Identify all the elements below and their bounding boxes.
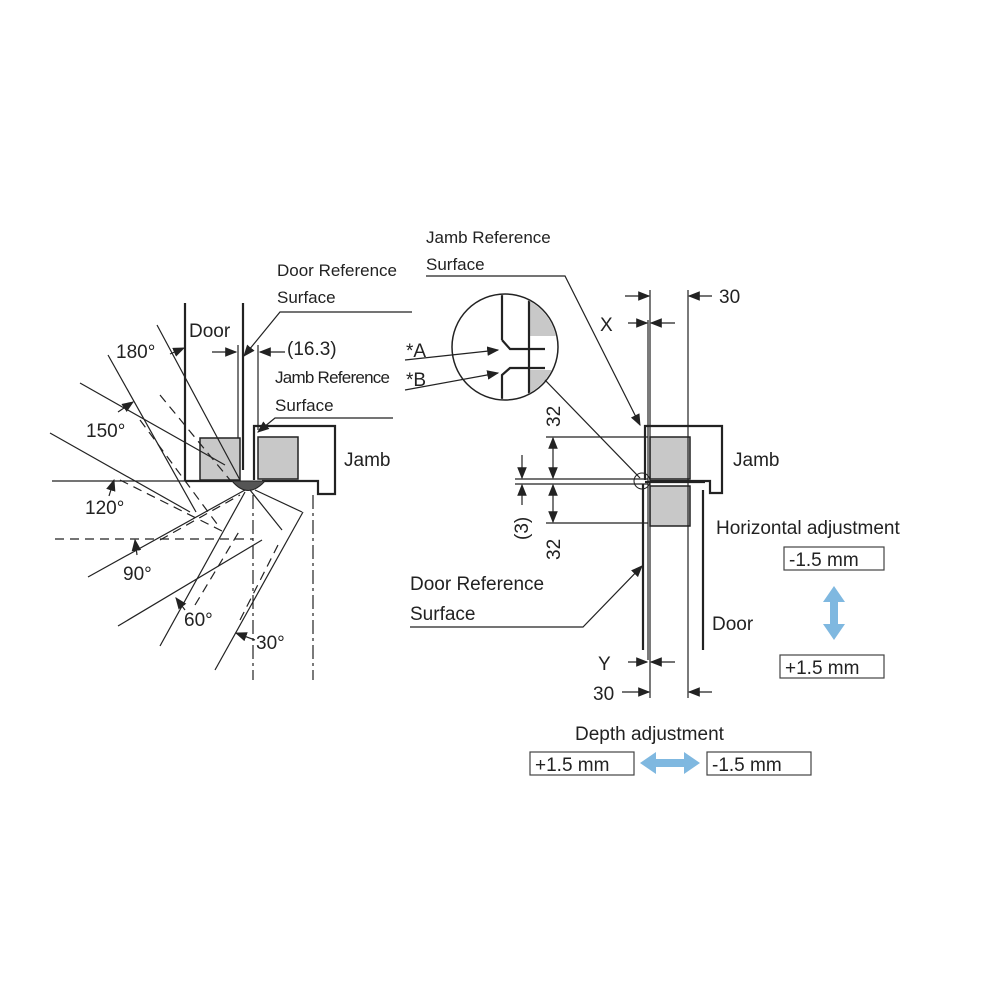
dim-32-upper: 32: [544, 406, 565, 427]
door-ref-leader: [243, 311, 412, 357]
dim-y: Y: [598, 654, 611, 675]
door-hinge-block: [649, 485, 691, 527]
angle-180: 180°: [116, 342, 155, 363]
door-ref-leader: [410, 565, 643, 628]
depth-minus-value: -1.5 mm: [712, 755, 782, 776]
vertical-double-arrow-icon: [823, 586, 845, 640]
angle-120: 120°: [85, 498, 124, 519]
dim-30-top: 30: [719, 287, 740, 308]
adjustments: Horizontal adjustment -1.5 mm +1.5 mm De…: [529, 518, 900, 776]
door-ref-label-line2: Surface: [277, 288, 336, 307]
detail-b-label: *B: [406, 370, 426, 391]
dim-30-bottom: 30: [593, 684, 614, 705]
jamb-hinge-block: [257, 436, 299, 480]
jamb-ref-leader: [257, 417, 393, 433]
door-hinge-block: [199, 437, 241, 481]
rotation-lines: [49, 324, 314, 680]
horizontal-minus-value: -1.5 mm: [789, 550, 859, 571]
door-ref-label-line1: Door Reference: [277, 261, 397, 280]
angle-30: 30°: [256, 633, 285, 654]
left-view: Door Jamb Door Reference Surface Jamb Re…: [49, 261, 412, 680]
door-label: Door: [189, 321, 231, 342]
detail-circle: [451, 293, 559, 401]
jamb-hinge-block: [649, 436, 691, 480]
door-ref-label-line2: Surface: [410, 604, 475, 625]
door-ref-label-line1: Door Reference: [410, 574, 544, 595]
dim-gap: (3): [512, 517, 533, 540]
jamb-ref-label-line1: Jamb Reference: [275, 368, 390, 387]
jamb-outline: [643, 424, 724, 495]
horizontal-double-arrow-icon: [640, 752, 700, 774]
jamb-ref-label-line2: Surface: [426, 255, 485, 274]
horizontal-adjustment-title: Horizontal adjustment: [716, 518, 900, 539]
depth-adjustment-title: Depth adjustment: [575, 724, 725, 745]
jamb-ref-label-line2: Surface: [275, 396, 334, 415]
angle-150: 150°: [86, 421, 125, 442]
right-view: *A *B 30 X Y 30 32 32 (3) Jamb Reference…: [404, 228, 779, 705]
jamb-ref-leader: [426, 275, 641, 427]
angle-90: 90°: [123, 564, 152, 585]
jamb-label: Jamb: [344, 450, 390, 471]
jamb-outline: [252, 424, 337, 496]
jamb-label: Jamb: [733, 450, 779, 471]
hinge-pivot: [230, 480, 267, 491]
jamb-ref-label-line1: Jamb Reference: [426, 228, 551, 247]
angle-60: 60°: [184, 610, 213, 631]
dim-x: X: [600, 315, 613, 336]
door-label: Door: [712, 614, 754, 635]
door-panel: [183, 303, 245, 483]
depth-plus-value: +1.5 mm: [535, 755, 609, 776]
dim-32-lower: 32: [544, 539, 565, 560]
horizontal-plus-value: +1.5 mm: [785, 658, 859, 679]
offset-dimension: (16.3): [287, 339, 337, 360]
detail-a-label: *A: [406, 341, 426, 362]
